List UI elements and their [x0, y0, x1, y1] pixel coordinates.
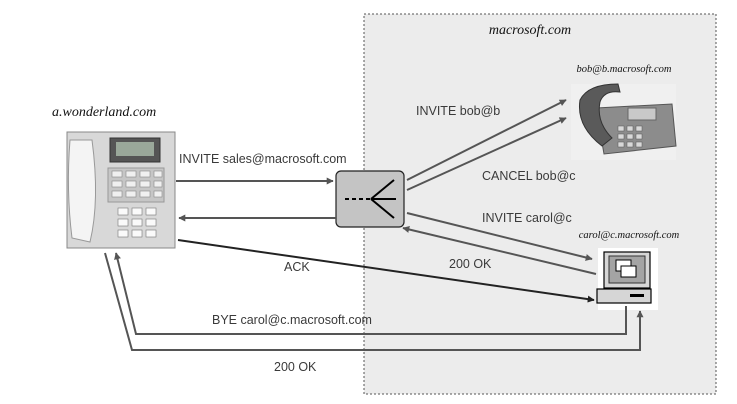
arrow-bye [114, 252, 627, 335]
conference-phone-icon [571, 83, 677, 160]
domain-label: macrosoft.com [489, 23, 571, 38]
proxy-fork-icon [335, 170, 405, 228]
arrow-invite-bob [406, 99, 567, 181]
carol-host-label: carol@c.macrosoft.com [579, 230, 680, 241]
arrow-ok-carol [402, 226, 597, 275]
arrow-ok-bye [104, 252, 644, 351]
caller-host-label: a.wonderland.com [52, 105, 156, 120]
label-ok-carol: 200 OK [449, 257, 492, 271]
label-ack: ACK [284, 260, 310, 274]
desk-phone-icon [66, 131, 176, 249]
bob-host-label: bob@b.macrosoft.com [576, 64, 671, 75]
label-cancel-bob: CANCEL bob@c [482, 169, 576, 183]
macrosoft-domain-box [363, 13, 717, 395]
arrow-cancel-bob [406, 117, 567, 191]
label-invite-bob: INVITE bob@b [416, 104, 500, 118]
label-ok-bye: 200 OK [274, 360, 317, 374]
label-invite-carol: INVITE carol@c [482, 211, 572, 225]
label-invite-sales: INVITE sales@macrosoft.com [179, 152, 347, 166]
label-bye: BYE carol@c.macrosoft.com [212, 313, 372, 327]
arrow-ack [177, 239, 595, 303]
arrow-invite-carol [406, 212, 593, 261]
computer-icon [596, 248, 658, 310]
